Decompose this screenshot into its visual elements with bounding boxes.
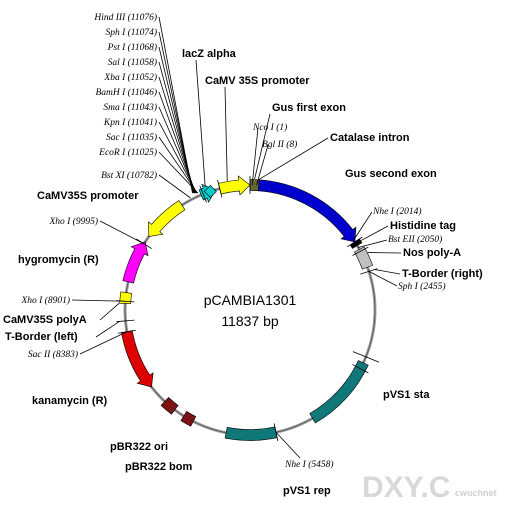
site-label-bstxi: Bst XI (10782) <box>101 170 157 181</box>
site-label-psti: Pst I (11068) <box>107 42 157 53</box>
site-leader-9 <box>158 151 199 194</box>
site-label-ncoi: Nco I (1) <box>252 122 287 133</box>
lacz-marker <box>203 185 217 198</box>
site-leader-5 <box>158 91 196 194</box>
site-label-ecori: EcoR I (11025) <box>98 147 157 158</box>
site-tick-10 <box>273 423 279 442</box>
site-leader-sphi-2455 <box>368 271 398 287</box>
site-label-nhei-2014: Nhe I (2014) <box>372 206 422 217</box>
site-label-xhoi-9995: Xho I (9995) <box>48 216 98 227</box>
site-leader-bstxi <box>158 174 191 199</box>
site-label-kpni: Kpn I (11041) <box>103 117 157 128</box>
feature-label-t-border-left: T-Border (left) <box>5 331 78 343</box>
site-label-sacii: Sac II (8383) <box>28 349 78 360</box>
site-leader-xhoi-9995 <box>99 220 145 245</box>
feature-label-camv35s-promoter: CaMV 35S promoter <box>205 75 310 87</box>
hygromycin-arc <box>122 241 149 284</box>
site-tick-8 <box>116 319 135 323</box>
feature-label-pbr322-bom: pBR322 bom <box>125 461 192 473</box>
feature-label-nos-polya: Nos poly-A <box>403 247 461 259</box>
gus-second-exon-arc <box>258 179 357 243</box>
site-tick-9 <box>117 329 136 334</box>
watermark: DXY.C cwuchnet <box>362 471 497 504</box>
feature-leader-tleft <box>95 321 120 338</box>
site-tick-3 <box>347 236 363 248</box>
site-label-xbai: Xba I (11052) <box>103 72 157 83</box>
feature-label-lacz: lacZ alpha <box>182 48 237 60</box>
site-tick-5 <box>360 268 378 275</box>
feature-leader-lacz <box>195 59 206 187</box>
site-leader-bglii <box>256 144 269 186</box>
feature-label-pbr322-ori: pBR322 ori <box>110 441 168 453</box>
feature-leader-his <box>360 225 389 241</box>
site-leader-nhei-2014 <box>353 211 373 241</box>
camv35s-promoter-2-arc <box>148 200 186 237</box>
site-tick-11 <box>352 364 369 374</box>
site-label-sphi-2455: Sph I (2455) <box>398 281 446 292</box>
feature-leader-gus-first <box>254 113 271 180</box>
site-tick-7 <box>116 300 135 303</box>
feature-label-hygromycin: hygromycin (R) <box>18 254 99 266</box>
feature-label-kanamycin: kanamycin (R) <box>32 395 108 407</box>
feature-leader-camv <box>224 86 228 181</box>
pbr322-bom-arc <box>180 410 197 427</box>
feature-label-gus-first-exon: Gus first exon <box>272 102 346 114</box>
site-tick-long <box>352 351 380 363</box>
site-tick-6 <box>136 238 152 249</box>
site-leader-7 <box>158 121 198 194</box>
watermark-main: DXY.C <box>362 471 450 504</box>
nos-polya-arc <box>354 246 374 270</box>
feature-leader-camvpolya <box>99 302 120 321</box>
site-label-nhei-5458: Nhe I (5458) <box>284 459 334 470</box>
site-leader-8 <box>158 136 198 194</box>
site-label-sphi: Sph I (11074) <box>105 27 157 38</box>
kanamycin-arc <box>121 330 154 388</box>
feature-label-catalase-intron: Catalase intron <box>330 132 410 144</box>
pbr322-ori-arc <box>160 396 179 415</box>
site-label-bglii: Bgl II (8) <box>262 139 297 150</box>
plasmid-size: 11837 bp <box>221 313 279 329</box>
feature-label-pvs1-rep: pVS1 rep <box>283 485 331 497</box>
site-label-sali: Sal I (11058) <box>108 57 157 68</box>
plasmid-name: pCAMBIA1301 <box>204 292 297 308</box>
camv35s-promoter-arc <box>218 175 251 196</box>
site-label-bamhi: BamH I (11046) <box>95 87 157 98</box>
site-label-smai: Sma I (11043) <box>103 102 157 113</box>
site-leader-6 <box>158 106 197 194</box>
site-leader-bsteii <box>358 239 388 248</box>
site-label-bsteii: Bst EII (2050) <box>388 234 442 245</box>
feature-label-t-border-right: T-Border (right) <box>402 268 483 280</box>
feature-label-histidine-tag: Histidine tag <box>390 220 456 232</box>
feature-label-gus-second-exon: Gus second exon <box>345 168 437 180</box>
site-tick-0 <box>199 185 207 203</box>
feature-label-pvs1-sta: pVS1 sta <box>383 389 430 401</box>
site-tick-1 <box>217 179 223 198</box>
feature-leader-tright <box>374 269 401 275</box>
site-leader-sacii <box>79 331 128 355</box>
site-label-xhoi-8901: Xho I (8901) <box>20 295 70 306</box>
site-label-saci: Sac I (11035) <box>106 132 157 143</box>
site-tick-4 <box>352 246 369 256</box>
site-leader-nhei-5458 <box>275 431 301 459</box>
watermark-sub: cwuchnet <box>455 488 497 498</box>
site-leader-ncoi <box>251 127 259 186</box>
feature-label-camv35s-promoter-2: CaMV35S promoter <box>37 190 139 202</box>
feature-leader-catalase <box>258 137 329 180</box>
site-label-hindiii: Hind III (11076) <box>93 12 157 23</box>
pvs1-rep-arc <box>224 426 278 441</box>
site-leader-xhoi-8901 <box>71 299 126 302</box>
pvs1-sta-arc <box>309 360 369 424</box>
feature-label-camv35s-polya: CaMV35S polyA <box>3 314 87 326</box>
